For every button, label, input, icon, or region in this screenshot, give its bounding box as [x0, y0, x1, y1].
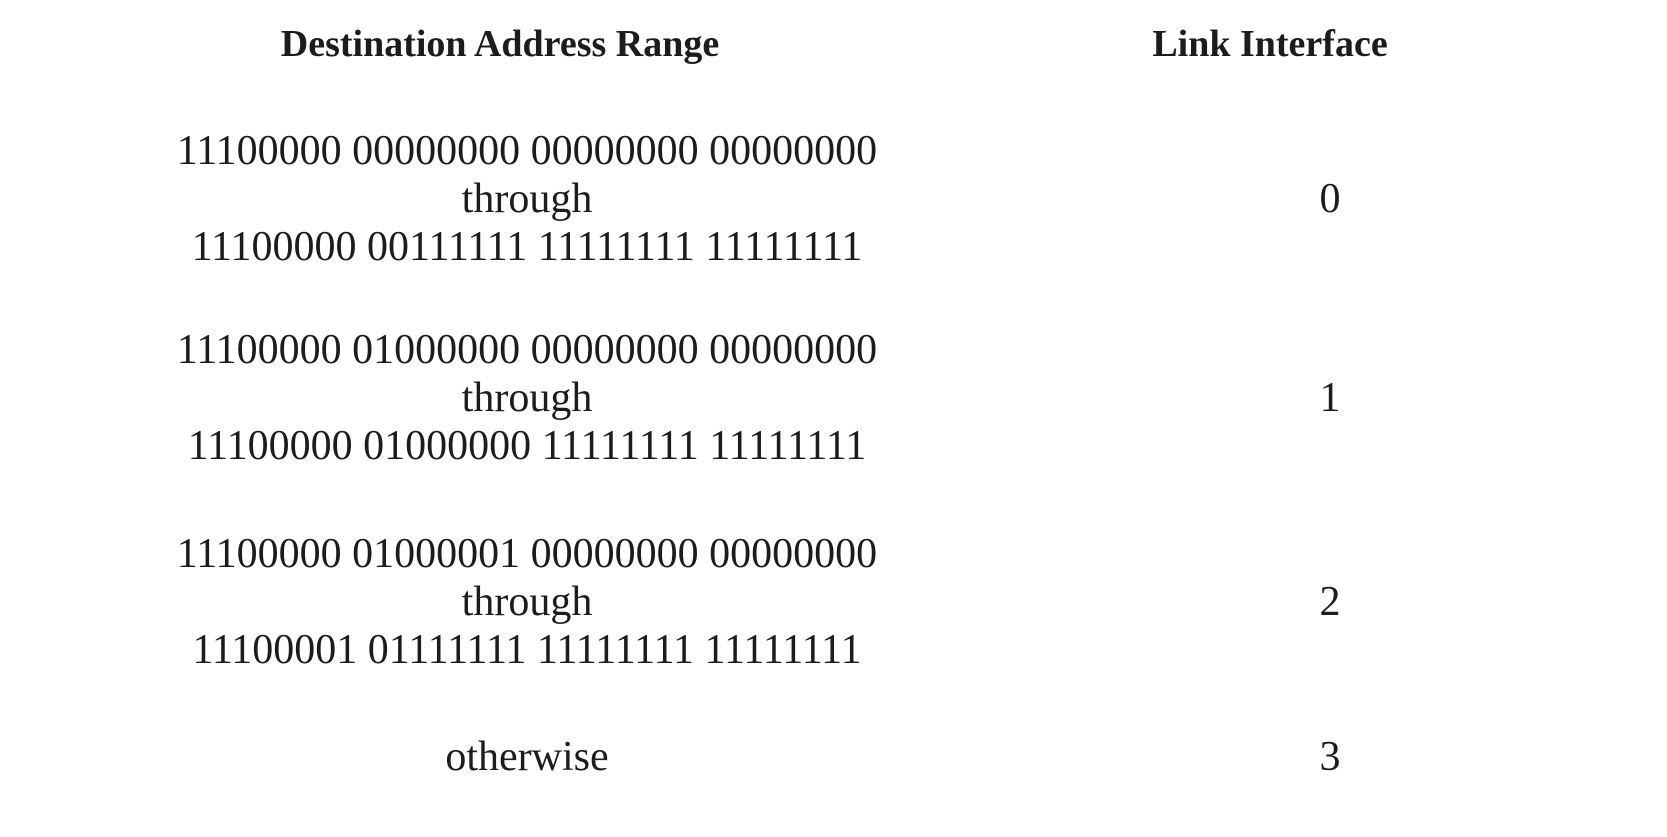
- link-interface-value-2: 2: [1319, 579, 1341, 625]
- link-interface-value-1: 1: [1319, 375, 1341, 421]
- link-interface-value-0: 0: [1319, 176, 1341, 222]
- range-end: 11100000 00111111 11111111 11111111: [191, 224, 863, 270]
- address-range-block-0: 11100000 00000000 00000000 00000000 thro…: [170, 127, 884, 271]
- range-start: 11100000 01000001 00000000 00000000: [176, 531, 878, 577]
- range-separator: through: [461, 375, 593, 421]
- range-start: 11100000 00000000 00000000 00000000: [176, 128, 878, 174]
- address-range-block-2: 11100000 01000001 00000000 00000000 thro…: [170, 530, 884, 674]
- link-interface-value-3: 3: [1319, 734, 1341, 780]
- address-range-block-1: 11100000 01000000 00000000 00000000 thro…: [170, 326, 884, 470]
- address-range-block-otherwise: otherwise: [170, 733, 884, 781]
- range-end: 11100000 01000000 11111111 11111111: [187, 423, 867, 469]
- range-end: 11100001 01111111 11111111 11111111: [192, 627, 862, 673]
- range-start: 11100000 01000000 00000000 00000000: [176, 327, 878, 373]
- range-otherwise-label: otherwise: [445, 734, 609, 780]
- column-header-destination-address-range: Destination Address Range: [280, 23, 720, 65]
- range-separator: through: [461, 176, 593, 222]
- column-header-link-interface: Link Interface: [1152, 23, 1388, 65]
- range-separator: through: [461, 579, 593, 625]
